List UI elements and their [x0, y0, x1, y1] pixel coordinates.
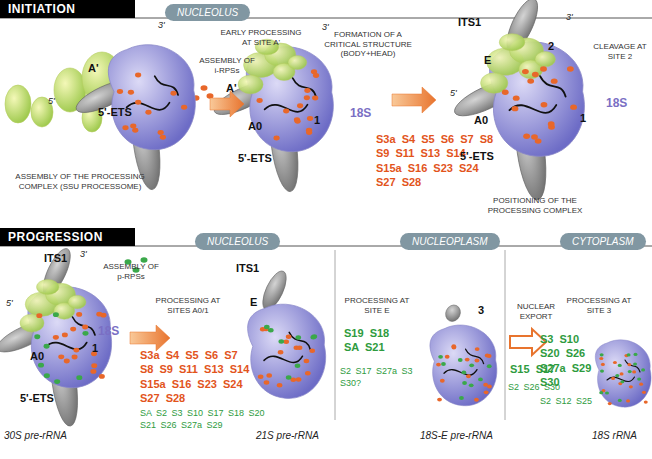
compartment-divider	[505, 250, 506, 420]
protein-list: S3a S4 S5 S6 S7 S8 S9 S11 S13 S14 S15a S…	[140, 348, 256, 405]
rps-dot	[201, 85, 208, 91]
rrna-label: 18S	[606, 96, 627, 110]
strand-end: 3'	[322, 22, 329, 32]
ribosome-particle	[248, 268, 326, 399]
step-caption: ASSEMBLY OF THE PROCESSING COMPLEX (SSU …	[5, 172, 155, 191]
site-label: 1	[314, 114, 320, 126]
strand-end: 3'	[158, 20, 165, 30]
section-band: PROGRESSION	[0, 228, 135, 246]
step-arrow	[130, 325, 170, 351]
node-text: CYTOPLASM	[572, 236, 634, 247]
region-label: 5'-ETS	[98, 106, 132, 118]
step-caption: NUCLEAR EXPORT	[508, 302, 564, 321]
ribosome-particle	[72, 45, 195, 192]
region-label: ITS1	[236, 262, 259, 274]
site-label: 3	[478, 304, 484, 316]
step-caption: PROCESSING AT SITES A0/1	[146, 296, 230, 315]
node-text: NUCLEOLUS	[207, 236, 268, 247]
step-caption: ASSEMBLY OF i-RPSs	[196, 56, 258, 75]
rrna-name: 18S-E pre-rRNA	[420, 430, 493, 441]
rrna-label: 18S	[350, 106, 371, 120]
node-text: NUCLEOLUS	[177, 7, 238, 18]
strand-end: 3'	[566, 12, 573, 22]
compartment-pill: NUCLEOLUS	[195, 233, 280, 250]
rrna-label: 18S	[98, 324, 119, 338]
ribosome-particle	[430, 303, 497, 406]
assembly-factor	[5, 85, 31, 123]
step-caption: POSITIONING OF THE PROCESSING COMPLEX	[470, 196, 600, 215]
step-caption: CLEAVAGE AT SITE 2	[592, 42, 648, 61]
strand-end: 5'	[48, 96, 55, 106]
protein-list: S3 S10 S20 S26 S27a S29 S30	[540, 332, 602, 389]
protein-list: SA S2 S3 S10 S17 S18 S20 S21 S26 S27a S2…	[140, 408, 265, 431]
step-arrow	[210, 91, 244, 117]
strand-end: 3'	[80, 249, 87, 259]
step-caption: PROCESSING AT SITE 3	[566, 296, 632, 315]
site-label: A'	[226, 82, 237, 94]
region-label: 5'-ETS	[460, 150, 494, 162]
protein-list: S2 S17 S27a S3 S30?	[340, 366, 416, 389]
compartment-pill: NUCLEOPLASM	[400, 233, 500, 250]
node-text: NUCLEOPLASM	[412, 236, 488, 247]
site-label: A'	[88, 62, 99, 74]
node-text: INITIATION	[8, 2, 75, 16]
site-label: A0	[474, 114, 488, 126]
site-label: 2	[548, 40, 554, 52]
step-caption: EARLY PROCESSING AT SITE A'	[218, 28, 304, 47]
step-caption: PROCESSING AT SITE E	[340, 296, 414, 315]
ribosome-particle	[595, 340, 651, 407]
region-label: 5'-ETS	[238, 152, 272, 164]
protein-list: S19 S18 SA S21	[344, 326, 408, 355]
region-label: ITS1	[44, 252, 67, 264]
protein-list: S2 S12 S25	[540, 396, 598, 408]
region-label: 5'-ETS	[20, 392, 54, 404]
node-text: PROGRESSION	[8, 230, 103, 244]
site-label: 1	[580, 112, 586, 124]
strand-end: 5'	[450, 88, 457, 98]
compartment-pill: NUCLEOLUS	[165, 4, 250, 21]
site-label: A0	[30, 350, 44, 362]
step-arrow	[392, 87, 436, 113]
compartment-divider	[335, 250, 336, 420]
compartment-pill: CYTOPLASM	[560, 233, 646, 250]
rrna-name: 18S rRNA	[592, 430, 637, 441]
rps-dot	[141, 257, 148, 263]
site-label: A0	[248, 120, 262, 132]
site-label: 1	[92, 342, 98, 354]
site-label: E	[250, 296, 257, 308]
step-caption: ASSEMBLY OF p-RPSs	[100, 262, 162, 281]
strand-end: 5'	[6, 298, 13, 308]
section-band: INITIATION	[0, 0, 135, 18]
ribosome-particle	[0, 245, 112, 428]
site-label: E	[484, 54, 491, 66]
region-label: ITS1	[458, 16, 481, 28]
rrna-name: 21S pre-rRNA	[256, 430, 319, 441]
step-caption: FORMATION OF A CRITICAL STRUCTURE (BODY+…	[324, 30, 412, 59]
rrna-name: 30S pre-rRNA	[4, 430, 67, 441]
